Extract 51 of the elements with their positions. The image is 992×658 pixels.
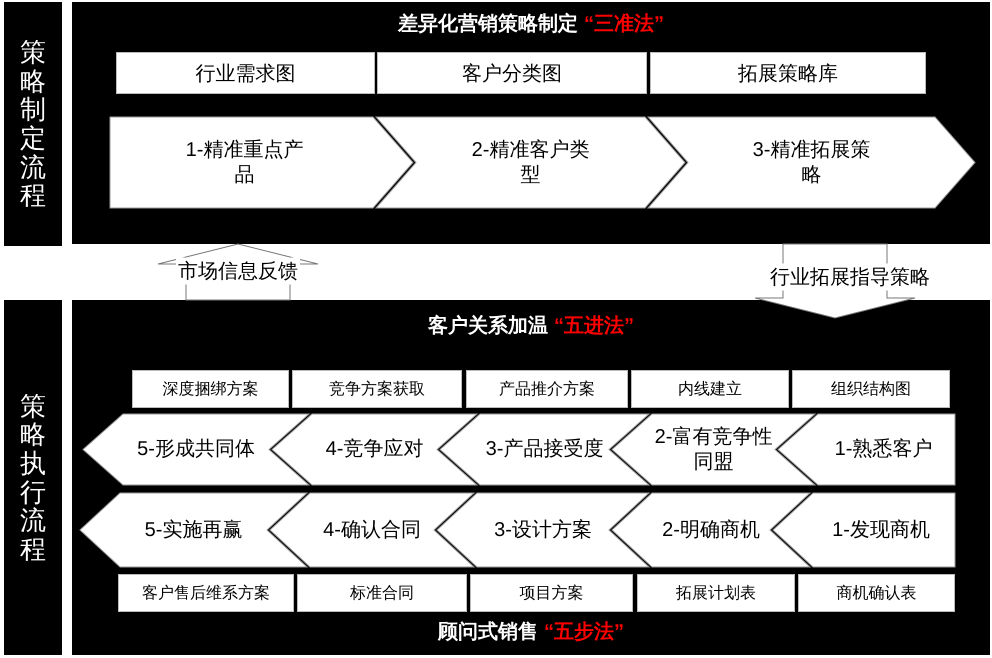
panel-title: 客户关系加温 bbox=[428, 315, 548, 337]
vertical-label: 策略制定流程 bbox=[20, 38, 46, 210]
step-label: 2-精准客户类型 bbox=[470, 138, 590, 188]
document-card: 行业需求图 bbox=[116, 52, 375, 94]
process-step bbox=[612, 414, 815, 485]
panel-title: 差异化营销策略制定 bbox=[398, 13, 578, 35]
process-step bbox=[376, 117, 685, 208]
side-label-bar bbox=[4, 300, 62, 655]
process-step bbox=[648, 117, 975, 208]
section-panel bbox=[72, 2, 990, 244]
step-label: 5-形成共同体 bbox=[137, 437, 255, 462]
edge-label: 市场信息反馈 bbox=[176, 258, 300, 284]
process-step bbox=[80, 493, 307, 567]
document-card: 拓展策略库 bbox=[650, 52, 926, 94]
edge-label: 行业拓展指导策略 bbox=[768, 264, 932, 290]
process-step bbox=[110, 117, 413, 208]
step-label: 3-精准拓展策略 bbox=[752, 138, 872, 188]
process-step bbox=[440, 414, 649, 485]
step-label: 3-产品接受度 bbox=[486, 437, 604, 462]
document-card: 竞争方案获取 bbox=[292, 370, 462, 408]
method-name: “五步法” bbox=[544, 621, 624, 643]
process-step bbox=[437, 493, 649, 567]
process-step bbox=[612, 493, 810, 567]
process-step bbox=[270, 493, 474, 567]
step-label: 4-竞争应对 bbox=[326, 437, 424, 462]
document-card: 拓展计划表 bbox=[637, 574, 795, 612]
panel-title: 顾问式销售 bbox=[438, 621, 538, 643]
vertical-label: 策略执行流程 bbox=[20, 392, 46, 564]
document-card: 内线建立 bbox=[631, 370, 789, 408]
step-label: 2-富有竞争性同盟 bbox=[654, 424, 774, 474]
step-label: 1-精准重点产品 bbox=[184, 138, 304, 188]
side-label-bar bbox=[4, 2, 62, 246]
document-card: 深度捆绑方案 bbox=[132, 370, 289, 408]
process-step bbox=[272, 414, 477, 485]
document-card: 商机确认表 bbox=[798, 574, 955, 612]
document-card: 项目方案 bbox=[470, 574, 633, 612]
step-label: 2-明确商机 bbox=[662, 518, 760, 542]
step-label: 3-设计方案 bbox=[494, 518, 592, 542]
step-label: 5-实施再赢 bbox=[144, 518, 242, 542]
document-card: 客户售后维系方案 bbox=[118, 574, 294, 612]
step-label: 4-确认合同 bbox=[323, 518, 421, 542]
step-label: 1-熟悉客户 bbox=[834, 437, 932, 462]
method-name: “五进法” bbox=[554, 315, 634, 337]
process-step bbox=[83, 414, 309, 485]
method-name: “三准法” bbox=[584, 13, 664, 35]
section-panel bbox=[72, 300, 990, 655]
document-card: 客户分类图 bbox=[377, 52, 647, 94]
document-card: 产品推介方案 bbox=[466, 370, 628, 408]
step-label: 1-发现商机 bbox=[832, 518, 930, 542]
document-card: 标准合同 bbox=[297, 574, 467, 612]
document-card: 组织结构图 bbox=[792, 370, 950, 408]
